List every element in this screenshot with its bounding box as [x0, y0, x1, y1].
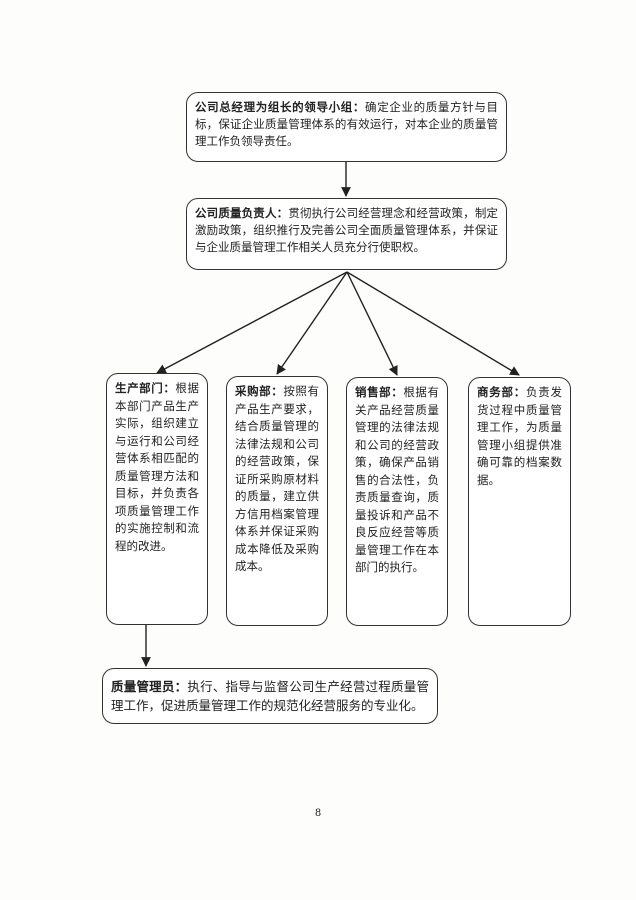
node-title: 质量管理员：: [111, 679, 188, 694]
node-production-dept: 生产部门：根据本部门产品生产实际，组织建立与运行和公司经营体系相匹配的质量管理方…: [106, 373, 208, 625]
node-text: 按照有产品生产要求，结合质量管理的法律法规和公司的经营政策，保证所采购原材料的质…: [235, 384, 320, 573]
node-title: 商务部：: [477, 385, 526, 399]
page-number: 8: [314, 808, 322, 819]
node-title: 生产部门：: [115, 381, 176, 395]
arrow-qa-to-purchasing: [276, 271, 348, 375]
node-purchasing-dept: 采购部：按照有产品生产要求，结合质量管理的法律法规和公司的经营政策，保证所采购原…: [226, 376, 328, 626]
node-title: 公司质量负责人：: [195, 206, 289, 220]
node-text: 贯彻执行公司经营理念和经营政策，制定激励政策，组织推行及完善公司全面质量管理体系…: [195, 206, 498, 254]
node-title: 采购部：: [235, 384, 284, 398]
arrow-qa-to-business: [346, 271, 520, 376]
arrow-qa-to-production: [156, 271, 348, 374]
arrow-qa-to-sales: [346, 271, 398, 376]
node-text: 根据本部门产品生产实际，组织建立与运行和公司经营体系相匹配的质量管理方法和目标，…: [115, 381, 200, 553]
node-title: 销售部：: [355, 385, 404, 399]
node-quality-head: 公司质量负责人：贯彻执行公司经营理念和经营政策，制定激励政策，组织推行及完善公司…: [186, 198, 507, 270]
node-business-dept: 商务部：负责发货过程中质量管理工作，为质量管理小组提供准确可靠的档案数据。: [468, 377, 571, 626]
node-text: 根据有关产品经营质量管理的法律法规和公司的经营政策，确保产品销售的合法性，负责质…: [355, 385, 440, 574]
node-title: 公司总经理为组长的领导小组：: [195, 100, 366, 114]
node-text: 负责发货过程中质量管理工作，为质量管理小组提供准确可靠的档案数据。: [477, 385, 562, 487]
node-leadership-group: 公司总经理为组长的领导小组：确定企业的质量方针与目标，保证企业质量管理体系的有效…: [186, 92, 507, 162]
node-quality-manager: 质量管理员：执行、指导与监督公司生产经营过程质量管理工作，促进质量管理工作的规范…: [102, 668, 438, 724]
node-text: 执行、指导与监督公司生产经营过程质量管理工作，促进质量管理工作的规范化经营服务的…: [111, 679, 429, 713]
node-sales-dept: 销售部：根据有关产品经营质量管理的法律法规和公司的经营政策，确保产品销售的合法性…: [346, 377, 448, 626]
node-text: 确定企业的质量方针与目标，保证企业质量管理体系的有效运行，对本企业的质量管理工作…: [195, 100, 499, 148]
